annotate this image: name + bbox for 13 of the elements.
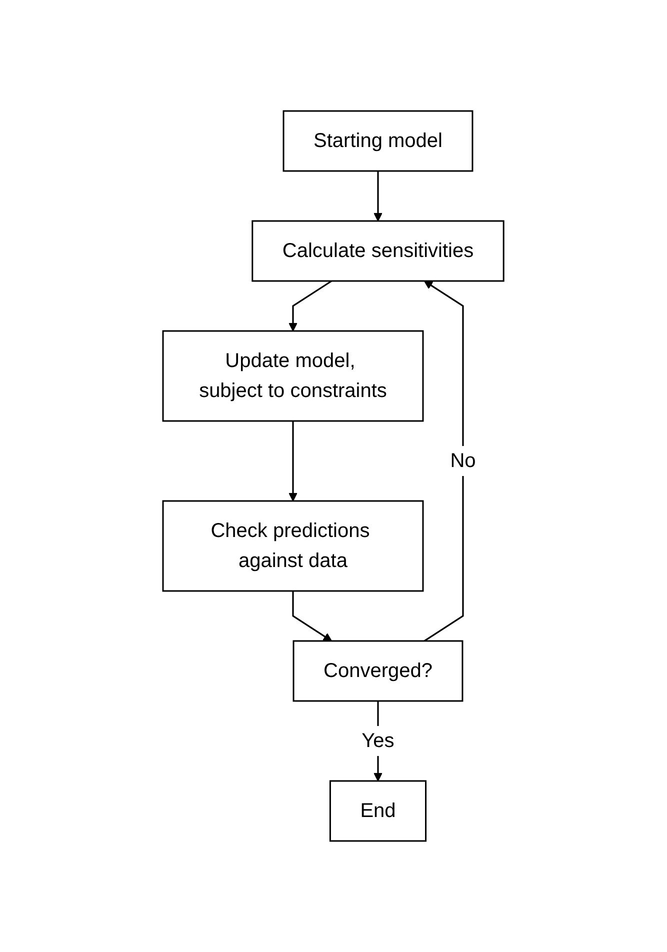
edge-label: Yes [362,730,395,752]
node-box: Calculate sensitivities [252,220,505,282]
arrow [424,280,464,642]
arrow [292,591,332,642]
arrow [374,171,383,222]
node-box: Check predictions against data [162,500,424,592]
node-box: Converged? [292,640,464,702]
edge-label: No [450,450,476,472]
node-box: Update model, subject to constraints [162,330,424,422]
node-box: Starting model [282,110,474,172]
node-box: End [330,780,427,842]
arrow [288,280,332,332]
arrow [288,421,298,502]
